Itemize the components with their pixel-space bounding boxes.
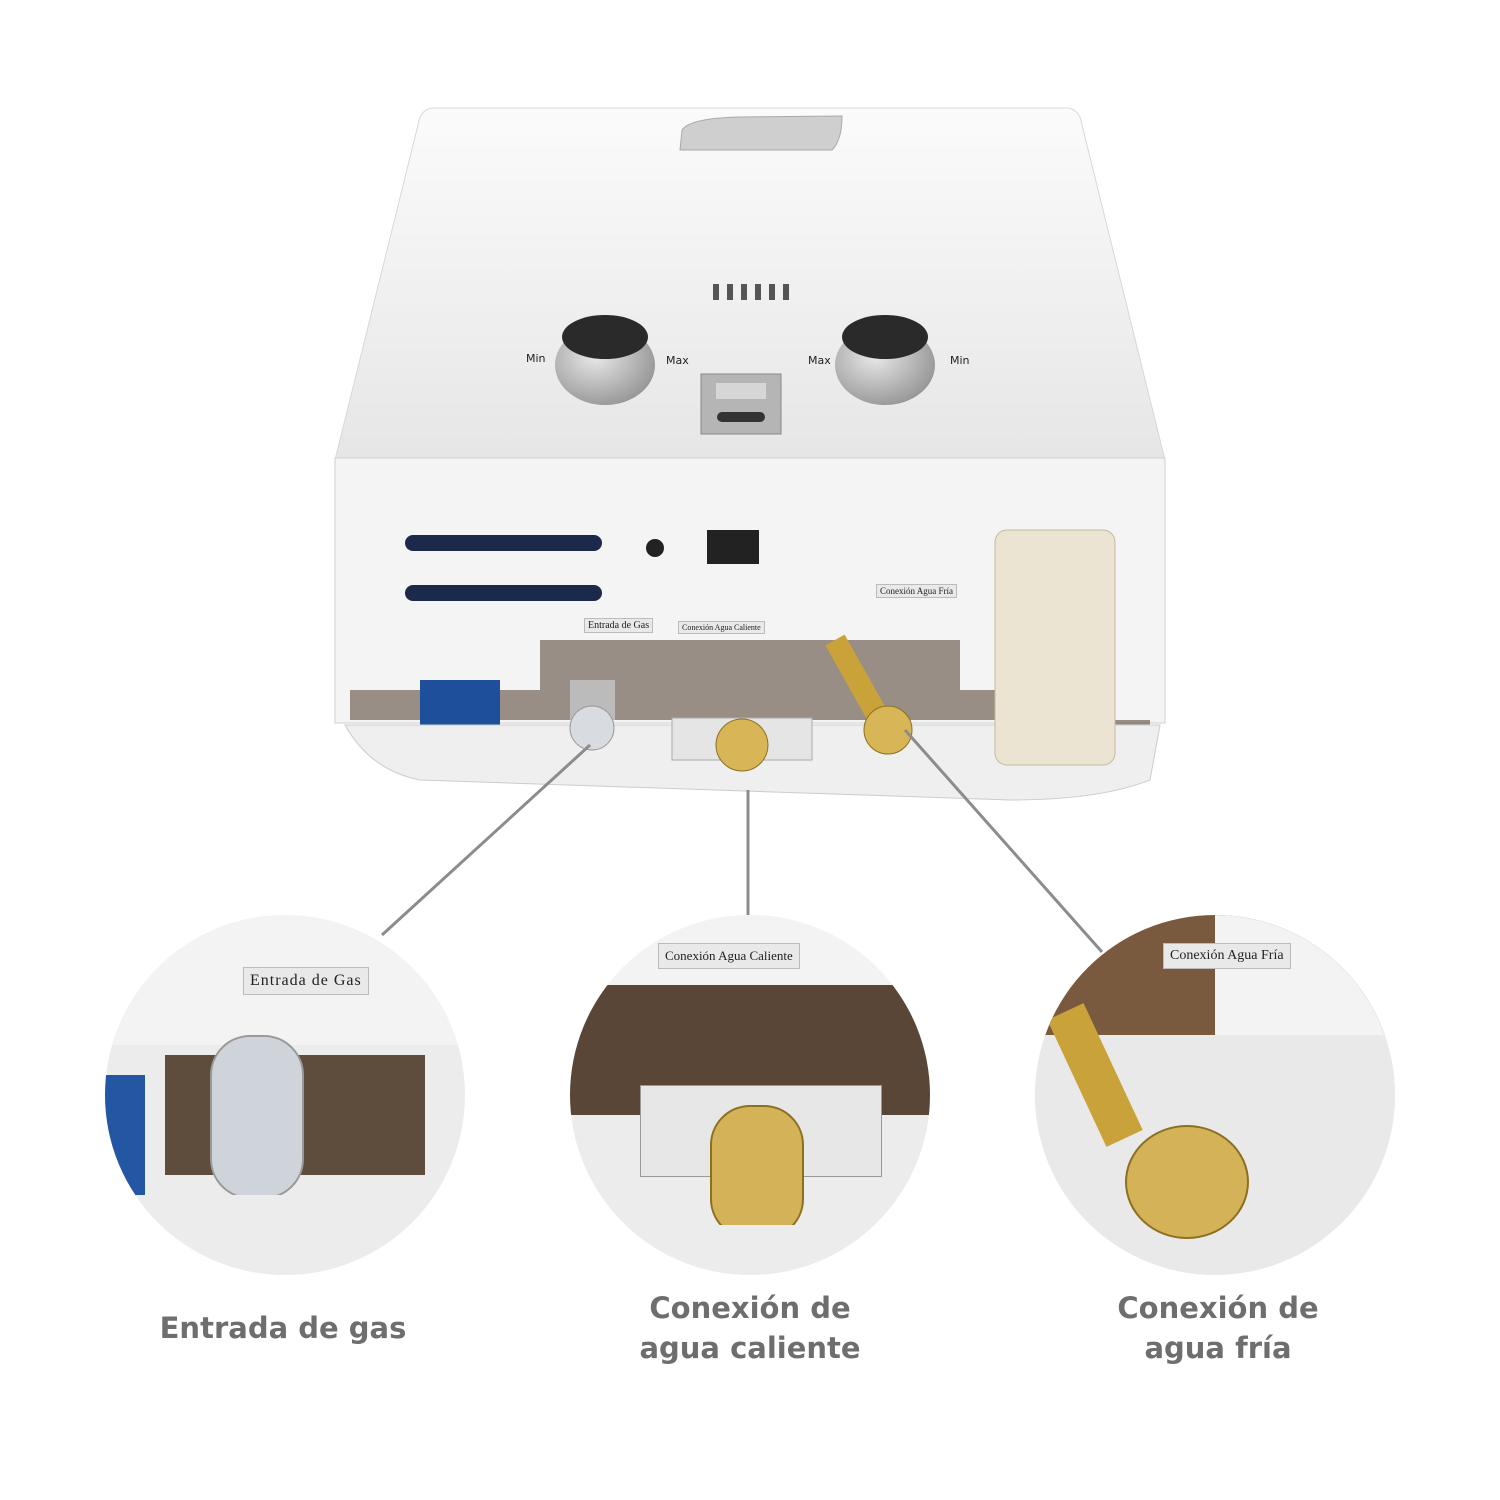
callout-circle-cold: Conexión Agua Fría <box>1035 915 1395 1275</box>
caption-cold-line2: agua fría <box>1144 1331 1292 1365</box>
left-knob-min-label: Min <box>526 352 546 365</box>
right-knob-max-label: Max <box>808 354 831 367</box>
caption-gas-line1: Entrada de gas <box>159 1311 407 1345</box>
callout-circle-gas: Entrada de Gas <box>105 915 465 1275</box>
vent-slots <box>713 284 789 300</box>
left-knob-max-label: Max <box>666 354 689 367</box>
callout-tag-gas: Entrada de Gas <box>243 967 369 995</box>
water-valve-box <box>994 529 1116 766</box>
callout-circle-hot: Conexión Agua Caliente <box>570 915 930 1275</box>
leader-line-gas <box>380 743 592 937</box>
device-tag-gas: Entrada de Gas <box>584 618 654 633</box>
device-tag-hot: Conexión Agua Caliente <box>678 621 765 634</box>
callout-tag-cold: Conexión Agua Fría <box>1163 943 1291 969</box>
caption-hot-line2: agua caliente <box>639 1331 861 1365</box>
caption-cold-line1: Conexión de <box>1117 1291 1319 1325</box>
device-tag-cold: Conexión Agua Fría <box>876 584 957 598</box>
hot-water-fitting <box>671 717 813 772</box>
right-knob <box>835 315 935 405</box>
right-knob-min-label: Min <box>950 354 970 367</box>
gas-inlet-fitting <box>569 680 615 751</box>
caption-hot: Conexión de agua caliente <box>570 1288 930 1368</box>
brand-logo-plate <box>679 115 843 151</box>
left-knob <box>555 315 655 405</box>
caption-hot-line1: Conexión de <box>649 1291 851 1325</box>
caption-cold: Conexión de agua fría <box>1038 1288 1398 1368</box>
callout-tag-hot: Conexión Agua Caliente <box>658 943 800 969</box>
caption-gas: Entrada de gas <box>103 1308 463 1348</box>
cold-water-fitting <box>825 634 913 755</box>
